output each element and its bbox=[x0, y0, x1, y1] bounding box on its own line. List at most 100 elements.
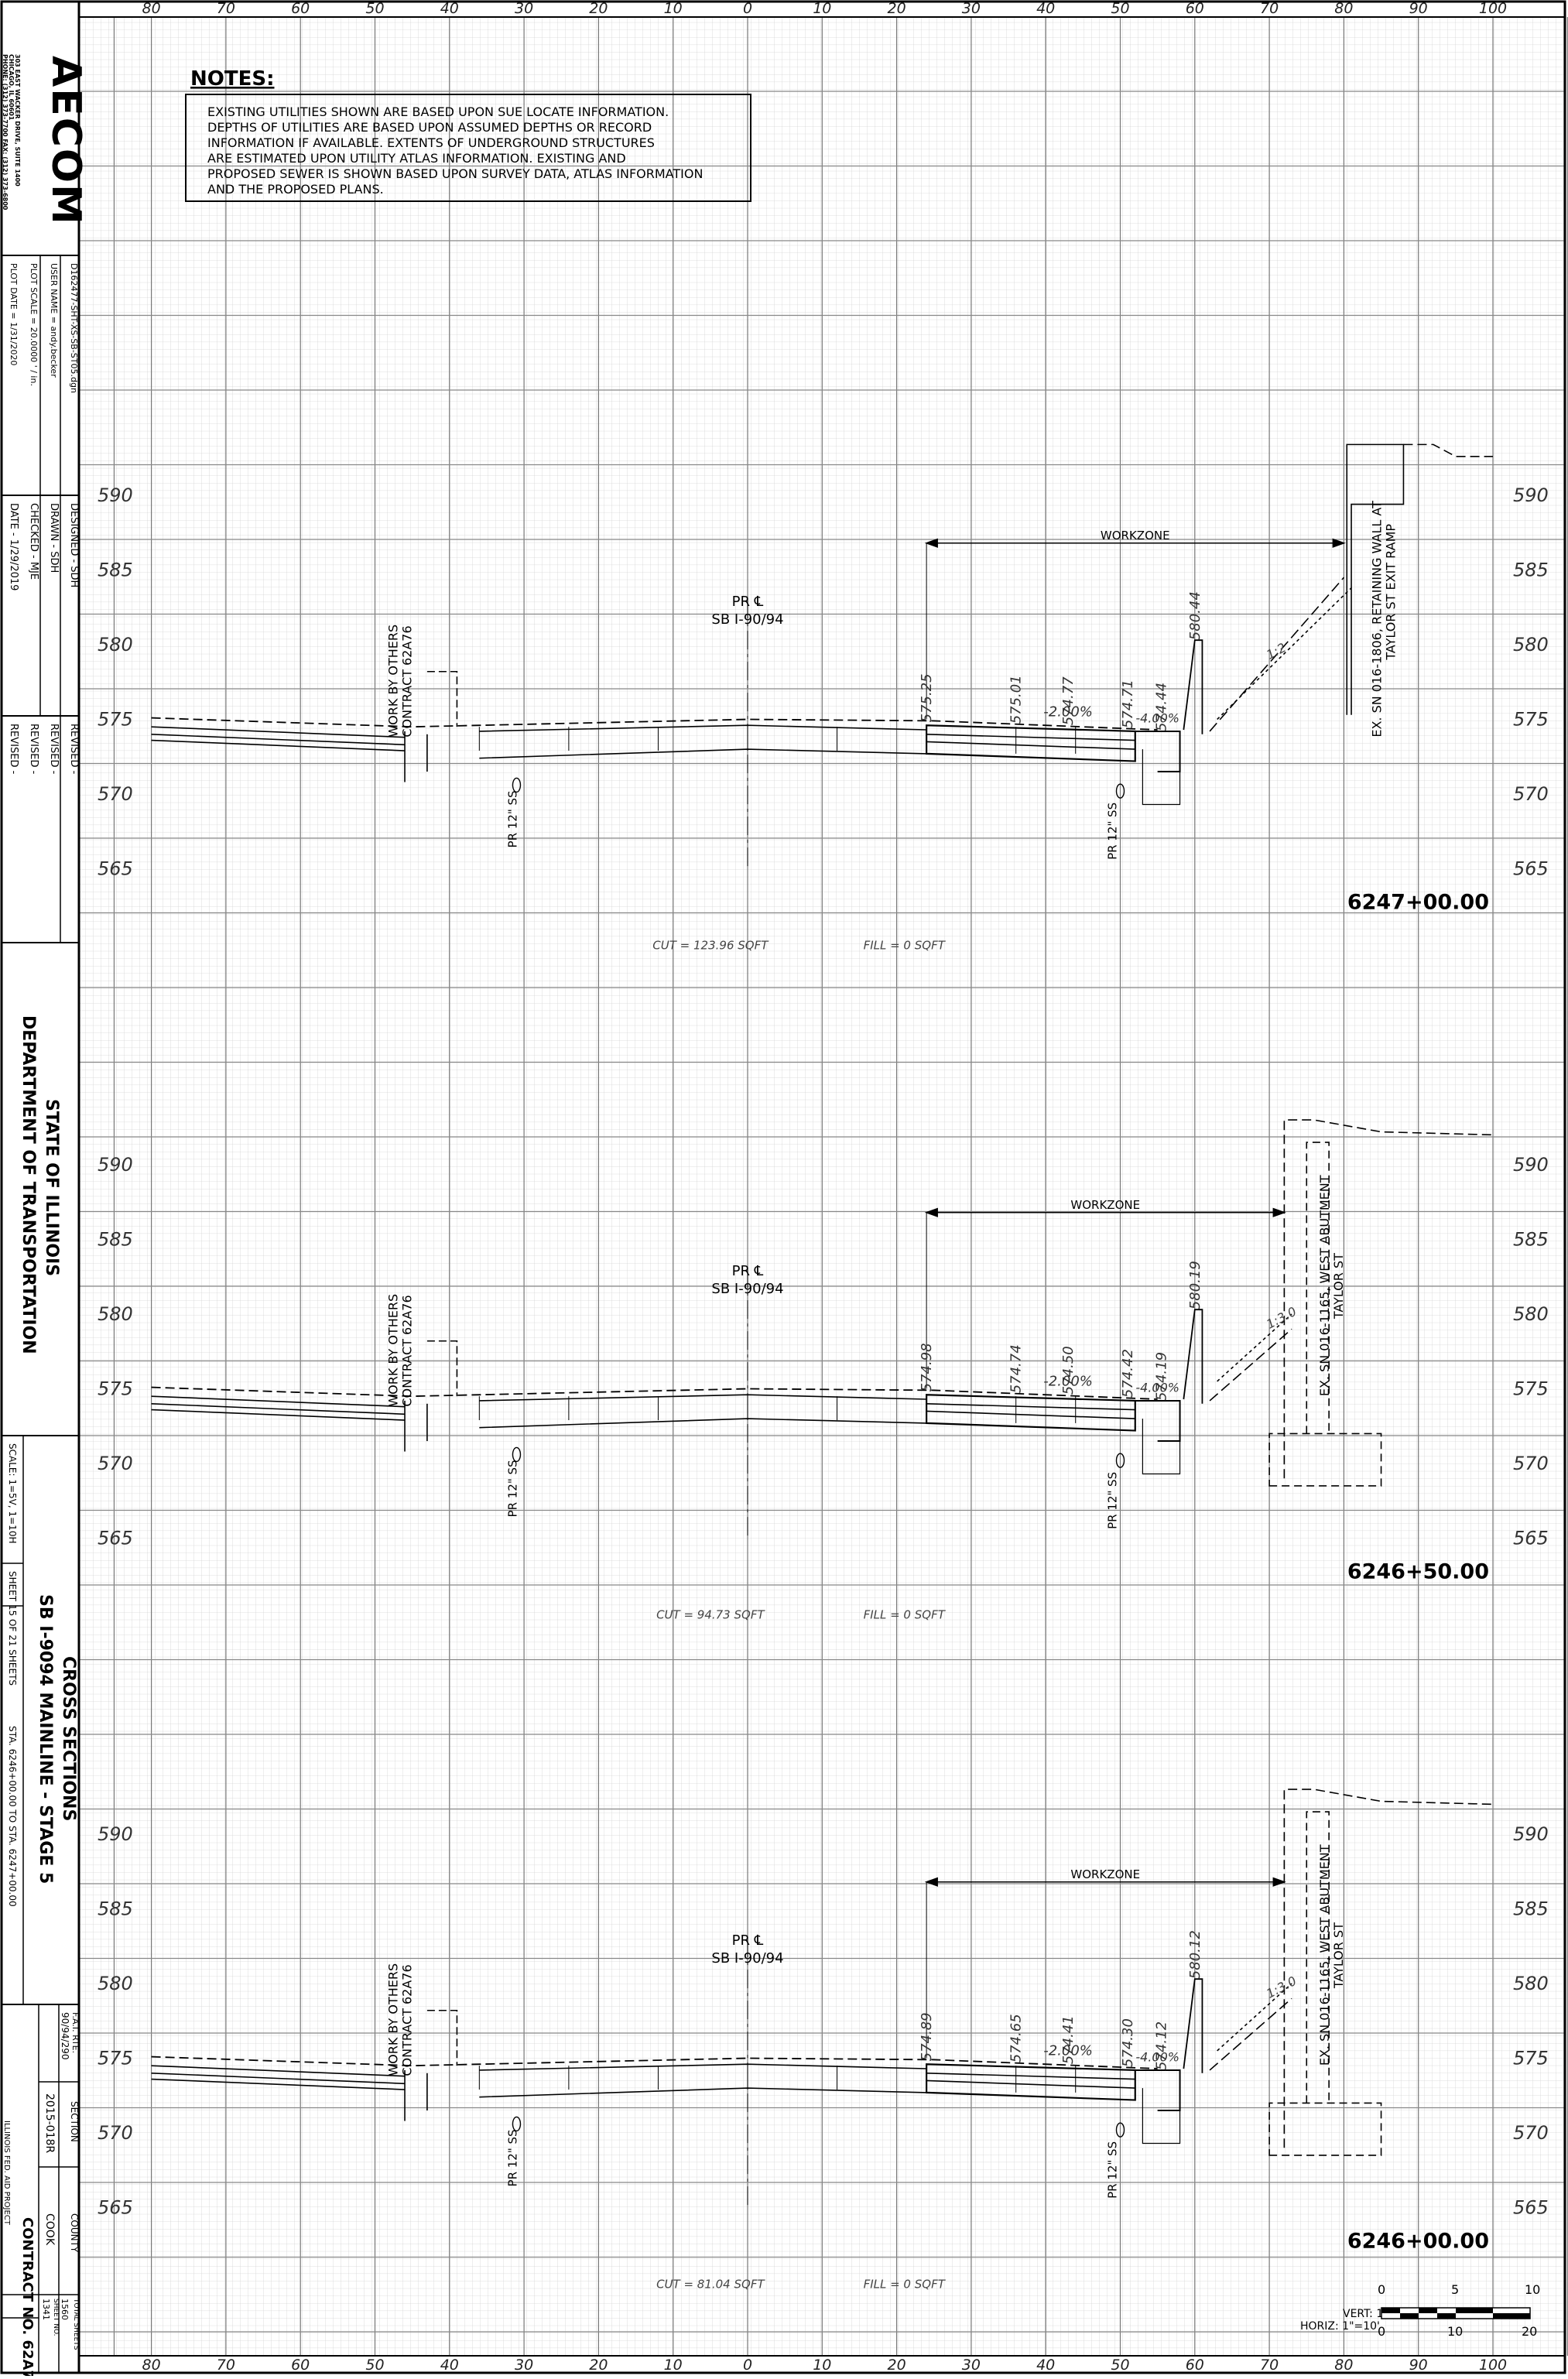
offset-label: 20 bbox=[888, 2357, 906, 2374]
work-by-others-label: WORK BY OTHERS bbox=[385, 1294, 400, 1407]
elevation-callout: 574.74 bbox=[1008, 1344, 1025, 1393]
elevation-label-left: 580 bbox=[98, 1973, 133, 1994]
contract-label: CONTRACT 62A76 bbox=[399, 1964, 414, 2076]
cut-area: CUT = 123.96 SQFT bbox=[652, 939, 769, 953]
station-label: 6247+00.00 bbox=[1347, 891, 1489, 915]
elevation-callout: 574.98 bbox=[919, 1343, 935, 1391]
fai-rte: 90/94/290 bbox=[60, 2012, 70, 2060]
address-line-3: PHONE: (312) 373-7700 FAX: (312) 373-680… bbox=[2, 54, 9, 211]
pipe-label-left: PR 12" SS bbox=[505, 2129, 519, 2186]
offset-label: 90 bbox=[1409, 0, 1428, 17]
elevation-label-left: 585 bbox=[98, 1898, 133, 1920]
elevation-label-left: 570 bbox=[98, 2122, 133, 2144]
offset-label: 20 bbox=[589, 0, 608, 17]
file-name: D162477-SHT-XS-SB-ST05.dgn bbox=[69, 263, 79, 393]
notes-line-2: DEPTHS OF UTILITIES ARE BASED UPON ASSUM… bbox=[207, 120, 652, 135]
offset-label: 80 bbox=[142, 0, 161, 17]
centerline-road-label: SB I-90/94 bbox=[711, 1281, 783, 1297]
centerline-label: PR ℄ bbox=[732, 1932, 764, 1949]
offset-label: 70 bbox=[217, 2357, 235, 2374]
elevation-callout: 580.12 bbox=[1187, 1930, 1203, 1979]
elevation-label-left: 575 bbox=[98, 709, 133, 731]
fill-area: FILL = 0 SQFT bbox=[864, 939, 947, 953]
scale-bottom-0: 0 bbox=[1378, 2324, 1385, 2339]
department-name: DEPARTMENT OF TRANSPORTATION bbox=[19, 1015, 38, 1354]
elevation-label-right: 565 bbox=[1513, 1528, 1549, 1549]
offset-label: 60 bbox=[291, 2357, 310, 2374]
offset-label: 30 bbox=[962, 0, 981, 17]
elevation-label-right: 585 bbox=[1513, 560, 1549, 581]
offset-label: 20 bbox=[888, 0, 906, 17]
offset-label: 0 bbox=[743, 0, 752, 17]
structure-label: EX. SN 016-1806, RETAINING WALL AT bbox=[1370, 501, 1385, 738]
elevation-label-left: 565 bbox=[98, 2197, 133, 2219]
structure-label: EX. SN 016-1165, WEST ABUTMENT bbox=[1317, 1175, 1332, 1396]
centerline-road-label: SB I-90/94 bbox=[711, 1950, 783, 1967]
offset-label: 70 bbox=[1260, 2357, 1279, 2374]
slope-label: -4.00% bbox=[1135, 2049, 1179, 2064]
notes-line-5: PROPOSED SEWER IS SHOWN BASED UPON SURVE… bbox=[207, 166, 703, 181]
elevation-callout: 574.44 bbox=[1153, 683, 1169, 731]
contract-label: CONTRACT 62A76 bbox=[399, 1295, 414, 1406]
slope-label: -4.00% bbox=[1135, 1380, 1179, 1395]
offset-label: 40 bbox=[440, 2357, 459, 2374]
station-range: STA. 6246+00.00 TO STA. 6247+00.00 bbox=[7, 1726, 18, 1907]
elevation-label-left: 565 bbox=[98, 1528, 133, 1549]
offset-label: 100 bbox=[1479, 2357, 1507, 2374]
cut-area: CUT = 81.04 SQFT bbox=[656, 2278, 765, 2292]
fill-area: FILL = 0 SQFT bbox=[864, 2278, 947, 2292]
section-label: SECTION bbox=[69, 2101, 80, 2142]
elevation-label-left: 575 bbox=[98, 1378, 133, 1400]
sheet-no-label: SHEET NO. bbox=[52, 2299, 60, 2336]
elevation-label-right: 575 bbox=[1513, 709, 1549, 731]
address-line-2: CHICAGO, IL 60601 bbox=[8, 54, 15, 121]
revised-3: REVISED - bbox=[28, 724, 39, 775]
elevation-label-left: 590 bbox=[98, 1154, 133, 1176]
elevation-callout: 574.71 bbox=[1120, 679, 1136, 728]
elevation-label-left: 565 bbox=[98, 858, 133, 880]
offset-label: 70 bbox=[217, 0, 235, 17]
elevation-label-left: 570 bbox=[98, 783, 133, 805]
slope-label: -2.00% bbox=[1043, 2043, 1093, 2059]
offset-label: 50 bbox=[365, 0, 384, 17]
elevation-label-left: 590 bbox=[98, 484, 133, 506]
notes-line-1: EXISTING UTILITIES SHOWN ARE BASED UPON … bbox=[207, 104, 669, 119]
sheet-number: 1341 bbox=[41, 2299, 51, 2320]
offset-label: 50 bbox=[1111, 2357, 1129, 2374]
elevation-label-right: 590 bbox=[1513, 1154, 1549, 1176]
elevation-callout: 574.42 bbox=[1120, 1349, 1136, 1398]
scale-horiz: HORIZ: 1"=10' bbox=[1300, 2320, 1380, 2333]
elevation-label-right: 580 bbox=[1513, 1973, 1549, 1994]
revised-1: REVISED - bbox=[68, 724, 80, 775]
offset-label: 80 bbox=[1334, 2357, 1353, 2374]
work-by-others-label: WORK BY OTHERS bbox=[385, 625, 400, 738]
offset-label: 30 bbox=[962, 2357, 981, 2374]
contract-number: CONTRACT NO. 62A77 bbox=[19, 2217, 36, 2376]
structure-sublabel: TAYLOR ST bbox=[1331, 1253, 1346, 1320]
notes-line-6: AND THE PROPOSED PLANS. bbox=[207, 182, 384, 197]
elevation-label-left: 580 bbox=[98, 1303, 133, 1325]
offset-label: 50 bbox=[365, 2357, 384, 2374]
centerline-road-label: SB I-90/94 bbox=[711, 611, 783, 628]
offset-label: 30 bbox=[515, 0, 533, 17]
total-sheets: 1560 bbox=[60, 2299, 70, 2320]
offset-label: 40 bbox=[1036, 0, 1055, 17]
centerline-label: PR ℄ bbox=[732, 1263, 764, 1279]
elevation-label-right: 580 bbox=[1513, 634, 1549, 656]
sheet-count: SHEET 15 OF 21 SHEETS bbox=[7, 1571, 18, 1686]
elevation-label-left: 590 bbox=[98, 1823, 133, 1845]
elevation-callout: 580.44 bbox=[1187, 591, 1203, 640]
contract-label: CONTRACT 62A76 bbox=[399, 625, 414, 737]
state-name: STATE OF ILLINOIS bbox=[42, 1099, 61, 1276]
elevation-callout: 575.25 bbox=[919, 673, 935, 722]
checked-by: CHECKED - MJE bbox=[28, 503, 39, 580]
offset-label: 20 bbox=[589, 2357, 608, 2374]
drawn-by: DRAWN - SDH bbox=[48, 503, 60, 573]
offset-label: 90 bbox=[1409, 2357, 1428, 2374]
elevation-label-right: 565 bbox=[1513, 2197, 1549, 2219]
structure-sublabel: TAYLOR ST EXIT RAMP bbox=[1384, 524, 1399, 661]
offset-label: 50 bbox=[1111, 0, 1129, 17]
offset-label: 10 bbox=[664, 0, 683, 17]
